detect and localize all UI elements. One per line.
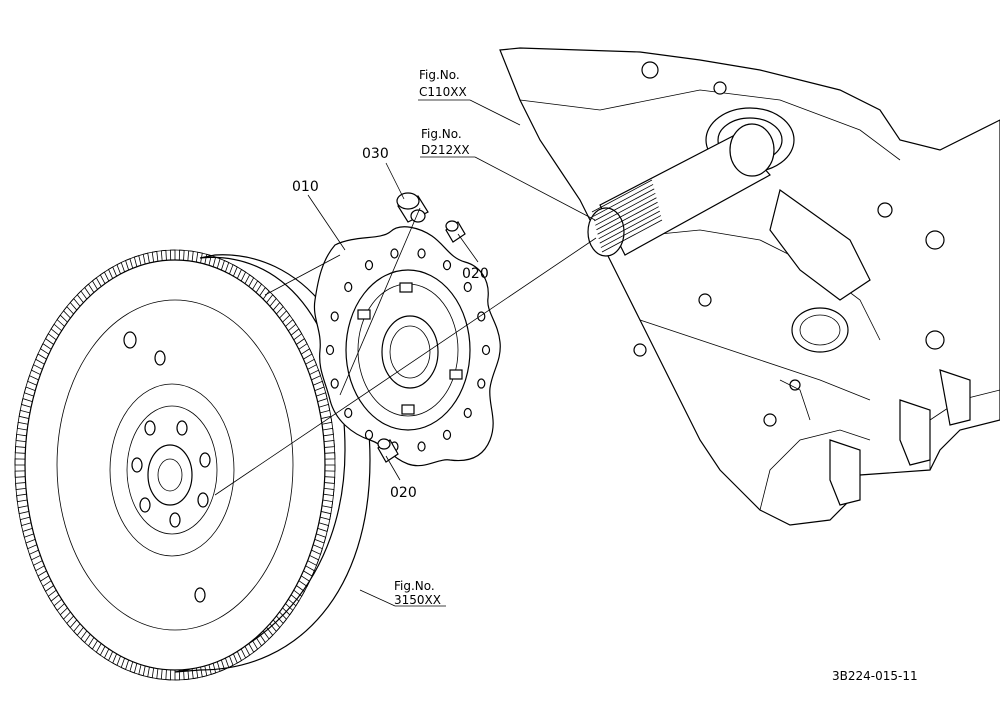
- shaft-spline: [600, 215, 662, 248]
- clutch-disc-hole: [344, 281, 353, 293]
- clutch-disc-hole: [442, 260, 452, 271]
- flywheel-assembly: [14, 249, 371, 681]
- ring-gear-tooth: [156, 668, 163, 680]
- shaft-spline: [596, 197, 657, 231]
- clutch-disc-hole: [325, 344, 335, 356]
- ring-gear-tooth: [16, 421, 29, 431]
- ring-gear-tooth: [15, 433, 27, 443]
- ring-gear-tooth: [14, 458, 26, 466]
- clutch-disc-hole: [481, 344, 491, 356]
- ring-gear-tooth: [14, 470, 26, 478]
- ring-gear-tooth: [147, 666, 155, 679]
- ring-gear-tooth: [15, 482, 27, 490]
- fig-d212-label-line1: Fig.No.: [421, 127, 462, 141]
- ring-gear-tooth: [160, 249, 167, 261]
- ring-gear-tooth: [142, 252, 150, 265]
- clutch-disc-hole: [477, 378, 486, 389]
- ring-gear-tooth: [323, 440, 335, 448]
- clutch-disc-hole: [417, 248, 426, 259]
- shaft-spline: [597, 201, 658, 235]
- ring-gear-tooth: [19, 516, 32, 527]
- shaft-spline: [592, 184, 654, 217]
- clutch-disc-hole: [463, 407, 472, 419]
- shaft-spline: [601, 219, 663, 253]
- ring-gear-tooth: [14, 446, 26, 454]
- ring-gear-tooth: [324, 476, 336, 484]
- bolt: [396, 192, 429, 223]
- clutch-disc-hole: [330, 378, 339, 389]
- clutch-disc-hole: [330, 311, 339, 322]
- ring-gear-tooth: [151, 250, 159, 263]
- part-020-bottom-label: 020: [390, 485, 417, 501]
- leader-lines: [214, 99, 597, 607]
- clutch-disc-hole: [442, 429, 452, 440]
- clutch-disc: [313, 226, 501, 467]
- clutch-disc-hole: [417, 441, 426, 452]
- ring-gear-tooth: [323, 487, 335, 497]
- clutch-disc-hole: [463, 281, 472, 293]
- ring-gear-tooth: [187, 250, 194, 262]
- ring-gear-tooth: [16, 493, 28, 503]
- clutch-disc-hole: [390, 248, 399, 259]
- clutch-disc-hole: [344, 407, 353, 419]
- fig-c110-label-line2: C110XX: [419, 85, 467, 99]
- ring-gear-tooth: [138, 664, 146, 677]
- fig-c110-label-line1: Fig.No.: [419, 68, 460, 82]
- ring-gear-tooth: [319, 511, 332, 521]
- ring-gear-tooth: [317, 522, 329, 532]
- fig-3150-label-line2: 3150XX: [394, 593, 441, 607]
- ring-gear-tooth: [324, 464, 336, 472]
- ring-gear-tooth: [322, 427, 334, 437]
- fig-3150-label-line1: Fig.No.: [394, 579, 435, 593]
- ring-gear-tooth: [170, 249, 176, 261]
- ring-gear: [14, 249, 336, 681]
- shaft-spline: [598, 206, 659, 240]
- ring-gear-tooth: [18, 409, 31, 419]
- ring-gear-tooth: [21, 398, 33, 408]
- shaft-spline: [594, 188, 655, 222]
- dowel-pin-bottom: [377, 438, 399, 463]
- part-020-top-label: 020: [462, 266, 489, 282]
- fig-d212-label-line2: D212XX: [421, 143, 470, 157]
- clutch-disc-hole: [364, 429, 374, 440]
- engine-housing: [499, 47, 1000, 526]
- ring-gear-tooth: [195, 251, 203, 264]
- part-030-label: 030: [362, 146, 389, 162]
- ring-gear-tooth: [321, 499, 334, 509]
- ring-gear-tooth: [318, 403, 331, 414]
- dowel-pin-top: [445, 220, 466, 243]
- ring-gear-tooth: [324, 452, 336, 460]
- ring-gear-tooth: [178, 249, 185, 261]
- drawing-number: 3B224-015-11: [832, 669, 918, 683]
- shaft-spline: [591, 179, 653, 213]
- ring-gear-tooth: [165, 669, 172, 681]
- clutch-disc-hole: [364, 260, 374, 271]
- input-shaft: [587, 123, 775, 257]
- shaft-spline: [599, 210, 660, 244]
- shaft-spline: [595, 192, 656, 226]
- part-010-label: 010: [292, 179, 319, 195]
- ring-gear-tooth: [17, 505, 29, 515]
- ring-gear-outline: [14, 249, 336, 681]
